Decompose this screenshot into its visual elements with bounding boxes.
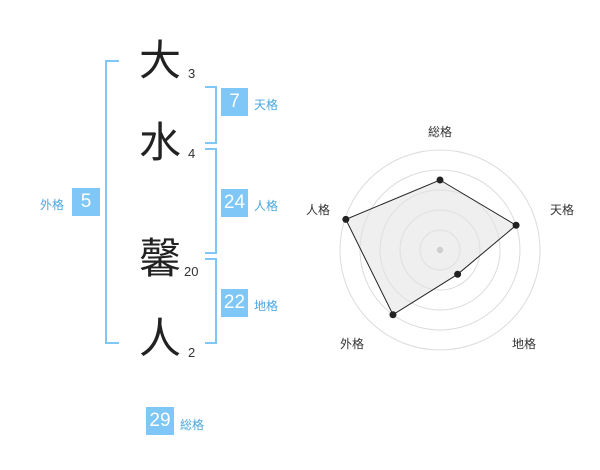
gaikaku-label: 外格 (40, 198, 65, 212)
radar-point-tenkaku (512, 221, 520, 229)
stroke-count-4: 2 (188, 345, 196, 360)
radar-ring (339, 149, 541, 351)
chikaku-value: 22 (221, 289, 248, 317)
tenkaku-label: 天格 (254, 98, 279, 112)
jinkaku-label: 人格 (254, 199, 279, 213)
radar-point-gaikaku (389, 311, 397, 319)
radar-label-chikaku: 地格 (511, 337, 536, 351)
stroke-count-2: 4 (188, 146, 196, 161)
stroke-count-1: 3 (188, 66, 196, 81)
radar-point-soukaku (436, 176, 444, 184)
jinkaku-value: 24 (221, 189, 248, 217)
radar-center-dot (436, 246, 444, 254)
radar-point-jinkaku (342, 215, 350, 223)
name-char-3: 馨 (138, 234, 181, 283)
radar-label-soukaku: 総格 (427, 125, 452, 139)
radar-label-gaikaku: 外格 (339, 337, 364, 351)
jinkaku-bracket (205, 148, 217, 254)
name-char-1: 大 (138, 36, 181, 85)
stroke-count-3: 20 (184, 264, 199, 279)
radar-polygon (345, 179, 517, 316)
soukaku-value: 29 (146, 407, 174, 435)
radar-label-tenkaku: 天格 (549, 203, 574, 217)
name-char-4: 人 (138, 314, 181, 363)
tenkaku-bracket (205, 86, 217, 144)
tenkaku-value: 7 (221, 88, 248, 116)
gaikaku-value: 5 (72, 188, 100, 216)
name-char-2: 水 (138, 118, 181, 167)
gaikaku-bracket (105, 60, 119, 344)
radar-ring (359, 169, 521, 331)
soukaku-label: 総格 (180, 418, 205, 432)
chikaku-label: 地格 (254, 299, 279, 313)
chikaku-bracket (205, 258, 217, 344)
radar-label-jinkaku: 人格 (305, 203, 330, 217)
radar-point-chikaku (454, 270, 462, 278)
